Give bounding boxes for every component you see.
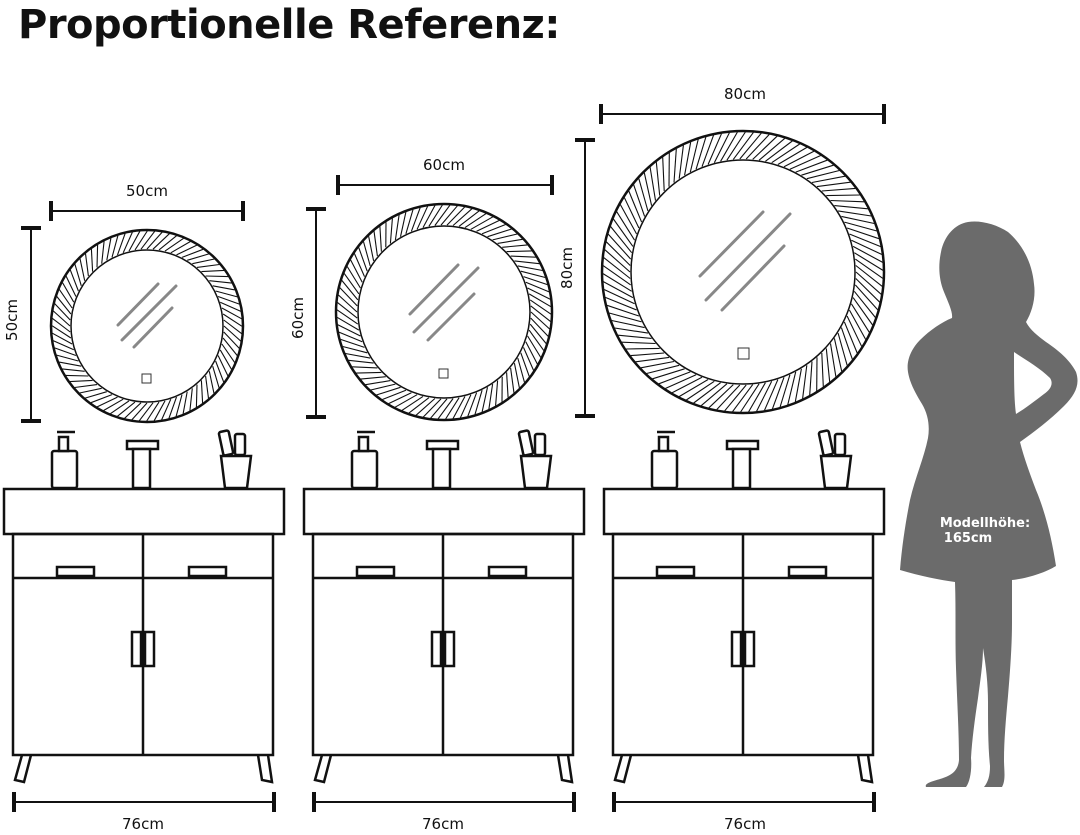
mirror-50cm — [49, 228, 245, 424]
cabinet-leg — [613, 754, 633, 784]
faucet-icon — [125, 439, 160, 490]
soap-dispenser-icon — [350, 430, 379, 490]
faucet-icon — [725, 439, 760, 490]
model-height-label-line2: 165cm — [944, 531, 992, 546]
cabinet-leg — [856, 754, 874, 784]
drawer-handle — [55, 565, 96, 578]
model-height-label-line1: Modellhöhe: — [940, 516, 1030, 531]
cabinet-leg — [556, 754, 574, 784]
sink-countertop — [602, 487, 886, 536]
drawer-handle — [355, 565, 396, 578]
mirror-width-label: 60cm — [423, 156, 465, 174]
cabinet-width-label: 76cm — [724, 815, 766, 833]
cabinet-leg — [313, 754, 333, 784]
drawer-handle — [487, 565, 528, 578]
mirror-60cm — [334, 202, 554, 422]
door-handle — [443, 630, 456, 668]
mirror-height-label: 80cm — [558, 247, 576, 289]
touch-switch-icon — [141, 373, 152, 384]
toothbrush-cup-icon — [517, 429, 553, 490]
mirror-width-label: 50cm — [126, 182, 168, 200]
sink-countertop — [2, 487, 286, 536]
toothbrush-cup-icon — [817, 429, 853, 490]
soap-dispenser-icon — [650, 430, 679, 490]
mirror-height-label: 50cm — [3, 299, 21, 341]
drawer-handle — [787, 565, 828, 578]
cabinet-leg — [256, 754, 274, 784]
toothbrush-cup-icon — [217, 429, 253, 490]
sink-countertop — [302, 487, 586, 536]
page-title: Proportionelle Referenz: — [18, 2, 560, 48]
mirror-width-label: 80cm — [724, 85, 766, 103]
cabinet-width-label: 76cm — [422, 815, 464, 833]
vanity-cabinet-2 — [302, 429, 586, 784]
door-handle — [730, 630, 743, 668]
door-handle — [130, 630, 143, 668]
touch-switch-icon — [737, 347, 750, 360]
vanity-cabinet-3 — [602, 429, 886, 784]
door-handle — [143, 630, 156, 668]
mirror-height-label: 60cm — [289, 297, 307, 339]
drawer-handle — [655, 565, 696, 578]
vanity-cabinet-1 — [2, 429, 286, 784]
touch-switch-icon — [438, 368, 449, 379]
mirror-80cm — [600, 129, 886, 415]
cabinet-width-label: 76cm — [122, 815, 164, 833]
door-handle — [743, 630, 756, 668]
soap-dispenser-icon — [50, 430, 79, 490]
door-handle — [430, 630, 443, 668]
faucet-icon — [425, 439, 460, 490]
model-silhouette — [900, 221, 1078, 787]
drawer-handle — [187, 565, 228, 578]
cabinet-leg — [13, 754, 33, 784]
